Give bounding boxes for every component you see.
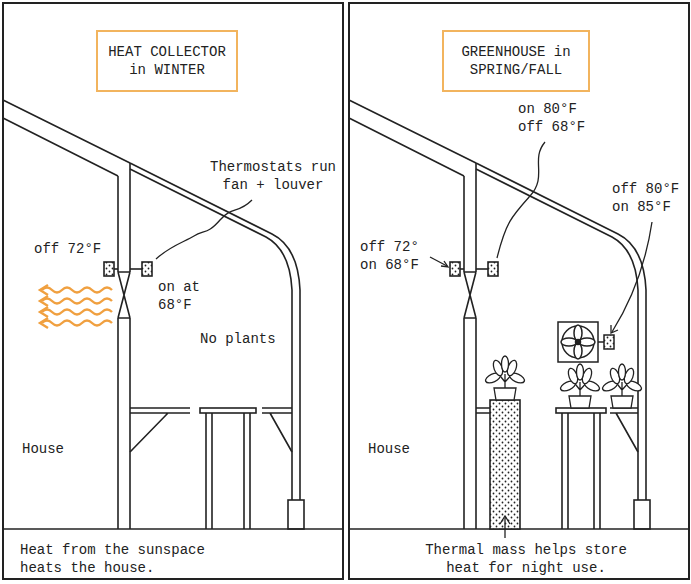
title-box: GREENHOUSE in SPRING/FALL — [442, 30, 590, 92]
potted-plant — [484, 356, 526, 400]
panel-caption: Thermal mass helps store heat for night … — [420, 541, 632, 577]
panel-caption: Heat from the sunspace heats the house. — [20, 541, 220, 577]
exhaust-fan — [558, 322, 614, 362]
left-benches — [130, 408, 292, 529]
panel-title: HEAT COLLECTOR in WINTER — [104, 43, 230, 79]
panel-title: GREENHOUSE in SPRING/FALL — [450, 43, 582, 79]
potted-plant — [559, 364, 601, 408]
thermostat-setting: off 80°F on 85°F — [612, 180, 686, 216]
room-name: House — [22, 440, 82, 458]
potted-plant — [601, 364, 643, 408]
right-benches — [476, 400, 638, 529]
space-note: No plants — [200, 330, 290, 348]
room-name: House — [368, 440, 428, 458]
thermostat-setting: off 72° on 68°F — [360, 238, 428, 274]
left-panel-frame — [3, 3, 343, 579]
thermostat-setting: on 80°F off 68°F — [518, 100, 600, 136]
right-panel-frame — [349, 3, 689, 579]
leader-line — [156, 200, 252, 259]
thermostat-setting: off 72°F — [34, 240, 106, 258]
thermostat-setting: on at 68°F — [158, 278, 210, 314]
thermostat-note: Thermostats run fan + louver — [208, 158, 338, 194]
title-box: HEAT COLLECTOR in WINTER — [96, 30, 238, 92]
heat-waves — [40, 285, 112, 328]
